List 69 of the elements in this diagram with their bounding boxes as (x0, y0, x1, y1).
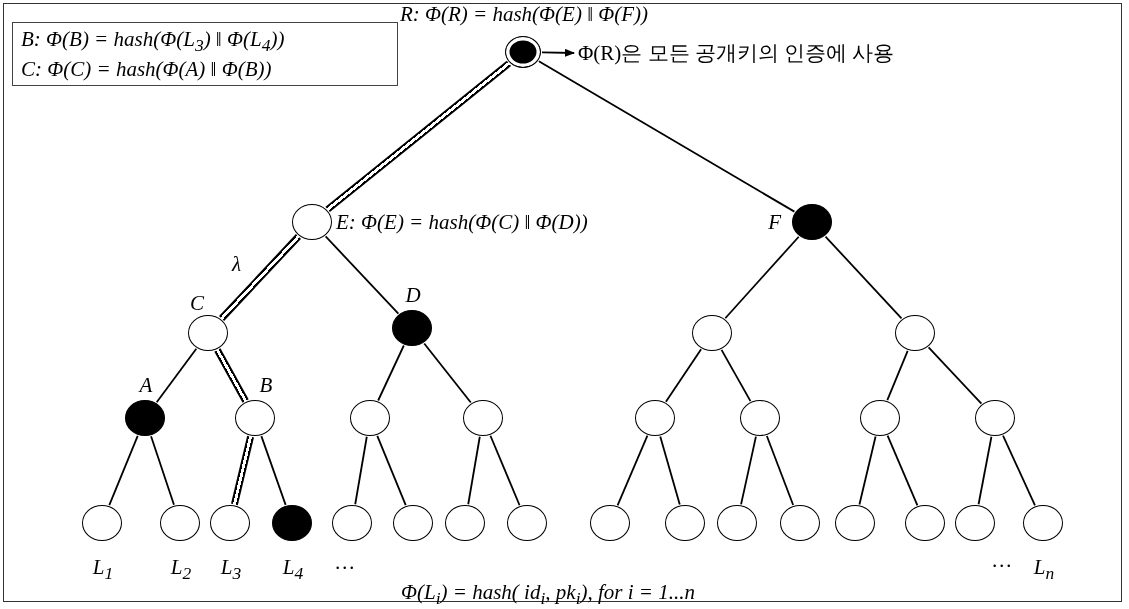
double-line (214, 348, 249, 403)
tree-edge (150, 435, 175, 506)
node-label: L$_{n}$ (1033, 556, 1055, 584)
formula-text: Φ(L$_{i}$) = hash( id$_{i}$, pk$_{i}$), for i = 1...n (400, 580, 696, 609)
tree-edge (377, 344, 405, 402)
tree-edge (155, 347, 198, 404)
node-label: D (405, 284, 421, 308)
tree-node (740, 400, 780, 436)
tree-edge (765, 435, 795, 506)
tree-edge (260, 435, 287, 506)
tree-edge (108, 434, 139, 507)
ellipsis: … (335, 550, 355, 575)
tree-node (860, 400, 900, 436)
tree-node (835, 505, 875, 541)
node-label: A (139, 374, 153, 398)
tree-node (463, 400, 503, 436)
tree-node (445, 505, 485, 541)
node-label: L$_{3}$ (220, 556, 242, 584)
double-line (219, 234, 301, 321)
tree-edge (740, 435, 757, 506)
tree-edge (324, 235, 400, 315)
node-label: R: Φ(R) = hash(Φ(E) ‖ Φ(F)) (399, 3, 649, 27)
tree-edge (720, 349, 752, 402)
tree-node (635, 400, 675, 436)
tree-edge (354, 435, 368, 506)
formula-text: C: Φ(C) = hash(Φ(A) ‖ Φ(B)) (21, 58, 272, 82)
tree-edge (616, 434, 649, 507)
tree-edge (886, 434, 919, 507)
tree-node (332, 505, 372, 541)
double-line (231, 435, 254, 506)
tree-edge (858, 435, 877, 506)
tree-edge (886, 349, 909, 402)
node-label: B (259, 374, 273, 398)
tree-edge (659, 435, 681, 506)
tree-edge (665, 348, 702, 403)
ellipsis: … (992, 548, 1012, 573)
tree-node (590, 505, 630, 541)
node-label: L$_{1}$ (92, 556, 114, 584)
tree-node (393, 505, 433, 541)
tree-edge (1002, 434, 1036, 507)
tree-node (507, 505, 547, 541)
node-label: C (190, 292, 204, 316)
tree-node (955, 505, 995, 541)
formula-box (12, 22, 398, 86)
tree-node (780, 505, 820, 541)
tree-edge (489, 434, 521, 507)
tree-edge (977, 435, 993, 506)
node-label: F (768, 211, 781, 235)
tree-edge (376, 434, 407, 507)
annotation-text: Φ(R)은 모든 공개키의 인증에 사용 (578, 40, 895, 66)
tree-node (895, 315, 935, 351)
tree-edge (724, 235, 800, 320)
tree-node (665, 505, 705, 541)
tree-node (692, 315, 732, 351)
tree-node (905, 505, 945, 541)
node-label: L$_{2}$ (170, 556, 192, 584)
tree-node (350, 400, 390, 436)
node-label: E: Φ(E) = hash(Φ(C) ‖ Φ(D)) (336, 211, 588, 235)
arrow (541, 48, 575, 57)
tree-edge (467, 435, 481, 506)
tree-node (717, 505, 757, 541)
double-line (325, 60, 512, 213)
formula-text: B: Φ(B) = hash(Φ(L$_{3}$) ‖ Φ(L$_{4}$)) (21, 28, 285, 56)
tree-edge (538, 60, 796, 213)
tree-edge (824, 235, 903, 320)
tree-edge (423, 342, 472, 404)
node-label: L$_{4}$ (282, 556, 304, 584)
tree-edge (927, 346, 983, 405)
tree-node (975, 400, 1015, 436)
